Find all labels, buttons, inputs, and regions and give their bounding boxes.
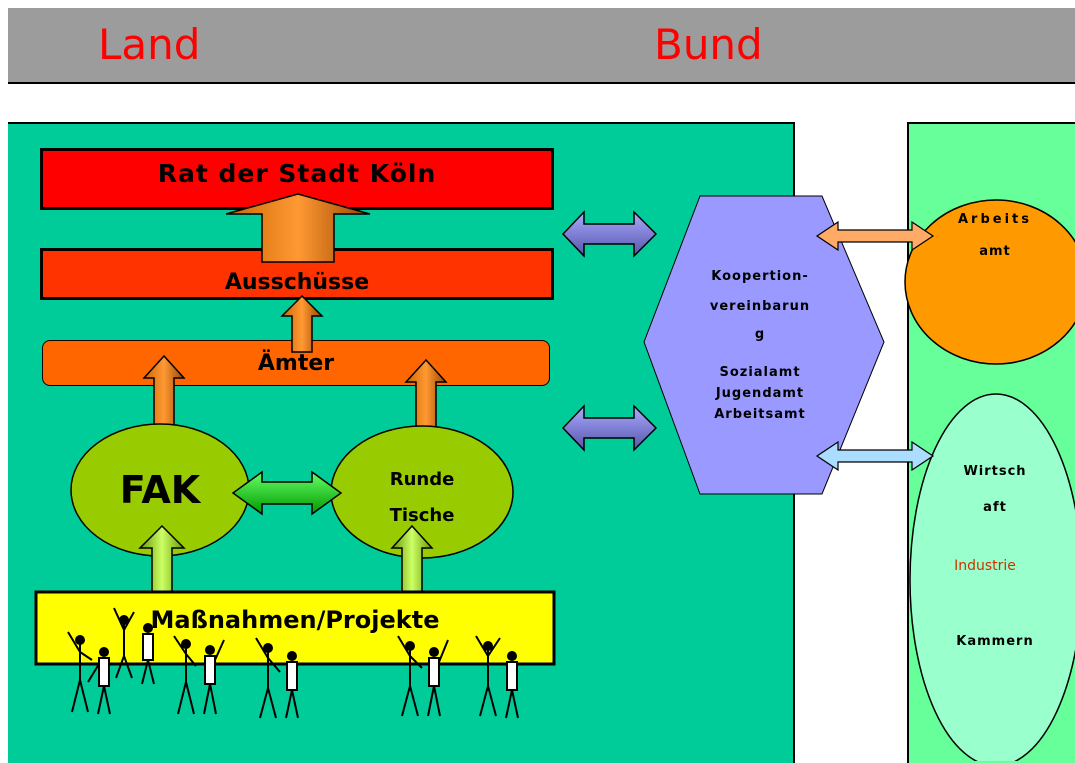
rat-box: Rat der Stadt Köln [40, 148, 554, 210]
ausschuesse-box: Ausschüsse [40, 248, 554, 300]
arrow-stadt-hexagon-bottom [561, 404, 658, 452]
runde-label-line2: Tische [389, 505, 455, 526]
wirtschaft-ellipse [909, 393, 1075, 761]
rat-label: Rat der Stadt Köln [157, 158, 437, 188]
ausschuesse-label: Ausschüsse [224, 270, 370, 295]
hexagon-line4: Sozialamt [719, 365, 801, 380]
arrow-stadt-hexagon-top [561, 210, 658, 258]
hexagon-text: Koopertion- vereinbarun g [680, 262, 840, 348]
runde-tische-label: Runde Tische [372, 462, 472, 534]
hexagon-line1: Koopertion- [711, 269, 809, 284]
crowd-figures [67, 607, 519, 719]
title-bund: Bund [654, 20, 763, 69]
runde-label-line1: Runde [389, 469, 455, 490]
industrie-label: Industrie [954, 558, 1016, 574]
arbeitsamt-line1: Arbeits [957, 212, 1032, 227]
hexagon-line6: Arbeitsamt [714, 407, 806, 422]
hexagon-members: Sozialamt Jugendamt Arbeitsamt [680, 362, 840, 425]
wirtschaft-line2: aft [983, 500, 1007, 515]
massnahmen-label: Maßnahmen/Projekte [150, 606, 440, 634]
wirtschaft-label: Wirtsch aft [930, 454, 1060, 526]
hexagon-line2: vereinbarun [709, 299, 811, 314]
aemter-label: Ämter [257, 351, 335, 376]
header-bar: Land Bund [8, 8, 1075, 84]
arrow-up-ausschuesse [280, 294, 324, 353]
arrow-hexagon-arbeitsamt [815, 220, 935, 252]
kammern-label: Kammern [956, 634, 1034, 649]
arbeitsamt-ellipse [904, 199, 1075, 365]
arrow-hexagon-wirtschaft [815, 440, 935, 472]
arrow-up-rat [225, 193, 371, 263]
hexagon-line3: g [754, 327, 766, 342]
arbeitsamt-label: Arbeits amt [930, 204, 1060, 268]
hexagon-line5: Jugendamt [715, 386, 805, 401]
fak-label: FAK [119, 468, 201, 512]
title-land: Land [98, 20, 201, 69]
kooperation-hexagon [643, 195, 885, 495]
arrow-fak-runde [231, 470, 343, 516]
arbeitsamt-line2: amt [979, 244, 1011, 259]
wirtschaft-line1: Wirtsch [963, 464, 1027, 479]
